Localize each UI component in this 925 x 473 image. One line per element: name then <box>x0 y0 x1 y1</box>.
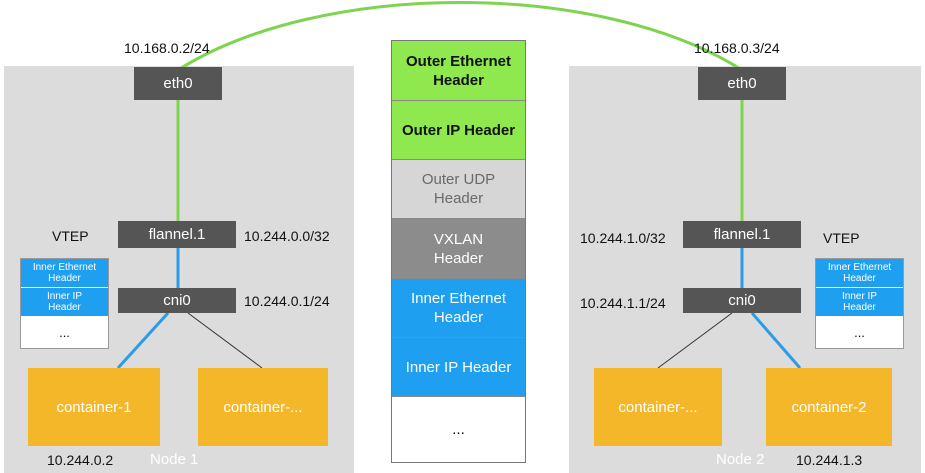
right-cni0-interface[interactable]: cni0 <box>683 288 801 313</box>
packet-outer-ip-header: Outer IP Header <box>392 101 525 160</box>
right-flannel-interface[interactable]: flannel.1 <box>683 221 801 248</box>
packet-inner-ethernet-header: Inner Ethernet Header <box>392 279 525 338</box>
node-2-label: Node 2 <box>716 451 765 468</box>
packet-outer-ethernet-header: Outer Ethernet Header <box>392 41 525 101</box>
left-mini-dots: ... <box>59 325 70 340</box>
right-container-other[interactable]: container-... <box>594 368 722 446</box>
left-cni-container-b-link <box>187 312 263 369</box>
right-cni-ip: 10.244.1.1/24 <box>580 295 666 311</box>
right-mini-dots: ... <box>854 325 865 340</box>
node-1-label: Node 1 <box>150 451 199 468</box>
left-mini-inner-ip: Inner IP Header <box>21 288 108 317</box>
left-container-other[interactable]: container-... <box>198 368 328 446</box>
left-flannel-interface[interactable]: flannel.1 <box>118 221 236 248</box>
left-eth-ip: 10.168.0.2/24 <box>124 40 210 56</box>
right-inner-packet-stack: Inner Ethernet Header Inner IP Header ..… <box>815 258 904 349</box>
packet-outer-udp-header: Outer UDP Header <box>392 160 525 219</box>
container-2[interactable]: container-2 <box>766 368 892 446</box>
right-cni-container-a-link <box>657 312 733 369</box>
right-container-ip: 10.244.1.3 <box>796 452 863 468</box>
vxlan-packet-stack: Outer Ethernet Header Outer IP Header Ou… <box>391 40 526 463</box>
right-cni-container-2-link <box>750 312 802 369</box>
right-eth-ip: 10.168.0.3/24 <box>694 40 780 56</box>
left-eth0-interface[interactable]: eth0 <box>134 67 222 100</box>
packet-inner-ip-header: Inner IP Header <box>392 338 525 397</box>
left-mini-inner-eth: Inner Ethernet Header <box>21 259 108 288</box>
packet-vxlan-header: VXLAN Header <box>392 219 525 279</box>
left-vtep-label: VTEP <box>52 228 89 244</box>
right-mini-inner-eth: Inner Ethernet Header <box>816 259 903 288</box>
left-cni0-interface[interactable]: cni0 <box>118 288 236 313</box>
left-cni-container-1-link <box>116 311 170 370</box>
packet-dots: ... <box>392 397 525 462</box>
right-flannel-ip: 10.244.1.0/32 <box>580 230 666 246</box>
left-container-ip: 10.244.0.2 <box>47 452 114 468</box>
container-1[interactable]: container-1 <box>28 368 160 446</box>
left-inner-packet-stack: Inner Ethernet Header Inner IP Header ..… <box>20 258 109 349</box>
right-eth0-interface[interactable]: eth0 <box>698 67 786 100</box>
right-vtep-label: VTEP <box>823 230 860 246</box>
underlay-link <box>177 1 743 72</box>
left-flannel-ip: 10.244.0.0/32 <box>244 228 330 244</box>
left-cni-ip: 10.244.0.1/24 <box>244 293 330 309</box>
right-mini-inner-ip: Inner IP Header <box>816 288 903 317</box>
